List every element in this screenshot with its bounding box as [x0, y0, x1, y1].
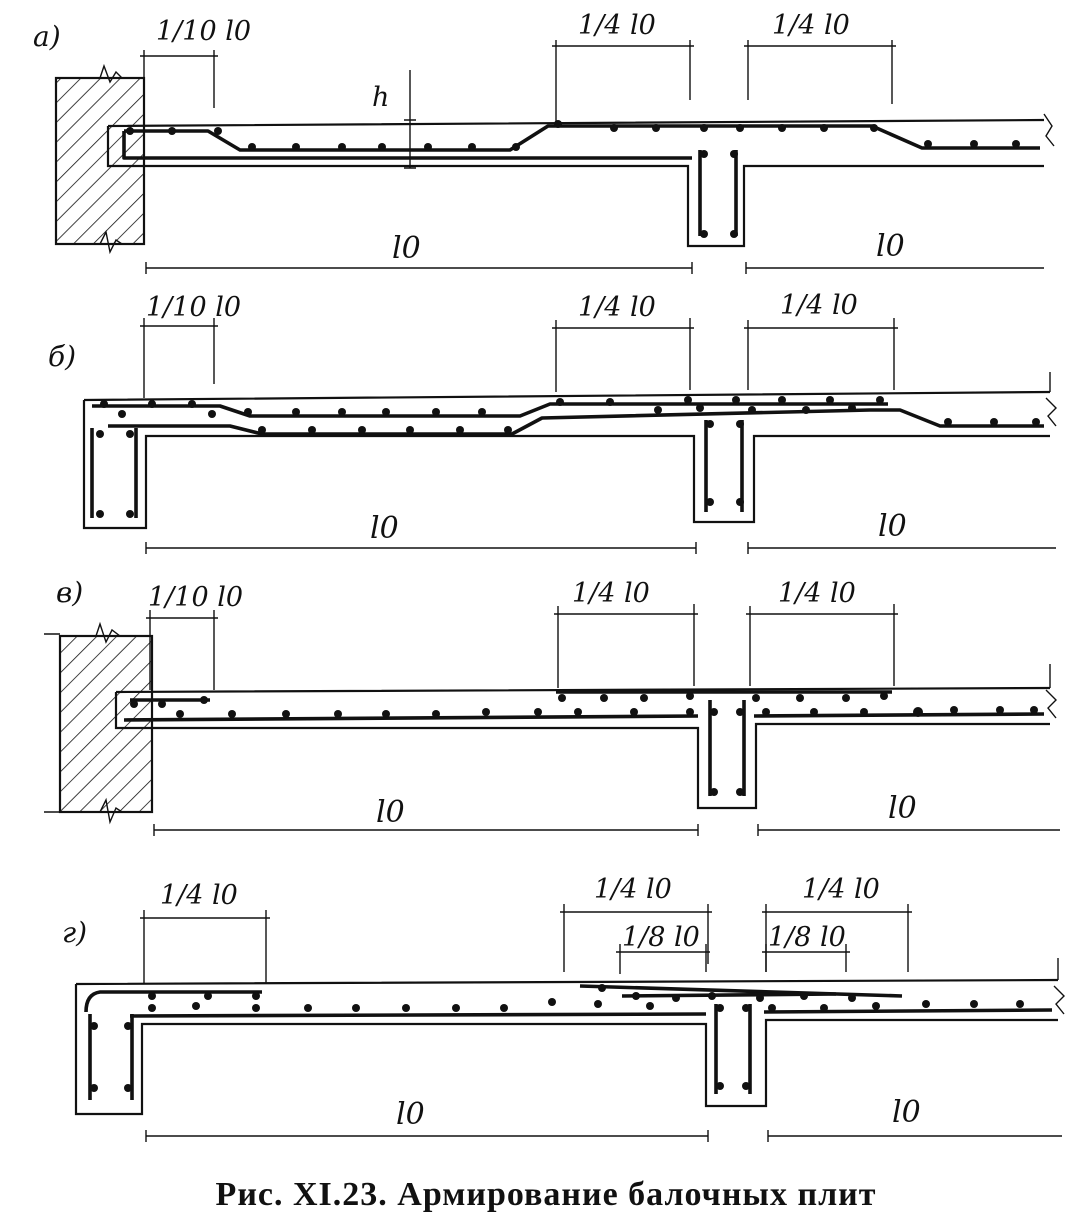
wall-break-bottom [99, 229, 123, 255]
span-2-label: l0 [888, 791, 917, 826]
slab-outline [106, 118, 1045, 248]
wall-break-top [99, 63, 123, 84]
bar-dots [96, 396, 1040, 518]
wall-break-bottom [44, 797, 123, 825]
dim-left-label: 1/10 l0 [156, 16, 251, 47]
span-1-line [145, 262, 693, 274]
span-1-line [145, 542, 697, 554]
span-1-label: l0 [376, 795, 405, 830]
rib-stirrup [698, 150, 738, 236]
dim-left-label: 1/10 l0 [148, 582, 243, 613]
bottom-bar [129, 1012, 707, 1018]
span-1-label: l0 [396, 1097, 425, 1132]
dim-left-lines [146, 610, 218, 690]
dim-mid-right-label: 1/4 l0 [772, 10, 850, 41]
bottom-bar-right [753, 712, 1045, 718]
dim-left-label: 1/4 l0 [160, 880, 238, 911]
dim-mid-left-lines [560, 904, 712, 972]
dim-mid-left-lines [552, 318, 694, 392]
dim-left-lines [140, 318, 218, 398]
span-2-line [757, 824, 1060, 836]
rib-stirrup [704, 420, 744, 512]
panel-a: а) 1/10 l0 1/4 l0 1/4 l0 h [33, 10, 1055, 274]
dim-mid-left-lines [552, 40, 694, 124]
top-bar-support [579, 984, 903, 998]
edge-beam-stirrup [88, 1014, 134, 1100]
panel-c: в) 1/10 l0 1/4 l0 1/4 l0 l0 [44, 576, 1060, 836]
bar-dots [90, 984, 1024, 1092]
span-1-line [145, 1130, 709, 1142]
dim-left-lines [140, 50, 218, 128]
span-1-label: l0 [370, 511, 399, 546]
bent-bar [124, 124, 1040, 152]
bent-bar [108, 408, 1044, 436]
dim-mid-left-label: 1/4 l0 [594, 874, 672, 905]
dim-mid-right-lines [744, 318, 898, 390]
height-label: h [372, 82, 389, 113]
slab-break [1045, 664, 1057, 719]
panel-d-label: г) [62, 916, 87, 949]
top-bar-edge [84, 990, 262, 1013]
panel-c-label: в) [56, 576, 83, 609]
span-1-label: l0 [392, 231, 421, 266]
bottom-bar [122, 131, 692, 160]
span-2-label: l0 [892, 1095, 921, 1130]
bottom-bar-right [763, 1008, 1053, 1014]
figure-caption: Рис. XI.23. Армирование балочных плит [215, 1176, 877, 1213]
dim-left-lines [140, 910, 270, 984]
span-2-line [767, 1130, 1062, 1142]
dim-mid-right-lines [744, 40, 896, 104]
wall-break-top [44, 621, 121, 644]
dim-mid-right-label: 1/4 l0 [780, 290, 858, 321]
dim-mid-right-lines [746, 604, 898, 686]
slab-break [1053, 958, 1065, 1015]
rib-stirrup [708, 700, 746, 796]
span-1-line [153, 824, 699, 836]
dim-mid-right-label: 1/4 l0 [802, 874, 880, 905]
span-2-label: l0 [876, 229, 905, 264]
dim-mid-left-label: 1/4 l0 [578, 292, 656, 323]
slab-outline [74, 978, 1059, 1116]
short-top-bar [621, 992, 837, 998]
slab-break [1043, 113, 1055, 147]
slab-outline [114, 686, 1051, 810]
dim-inner-right-label: 1/8 l0 [768, 922, 846, 953]
span-2-label: l0 [878, 509, 907, 544]
dim-mid-right-label: 1/4 l0 [778, 578, 856, 609]
panel-b: б) 1/10 l0 1/4 l0 1/4 l0 l0 [48, 290, 1057, 554]
dim-mid-left-lines [554, 604, 698, 688]
wall-support [54, 76, 146, 246]
dim-mid-left-label: 1/4 l0 [578, 10, 656, 41]
panel-a-label: а) [33, 20, 61, 53]
panel-b-label: б) [48, 340, 76, 373]
dim-inner-left-label: 1/8 l0 [622, 922, 700, 953]
dim-inner-right-lines [762, 944, 850, 972]
edge-beam-stirrup [90, 428, 138, 518]
top-bar [92, 402, 888, 418]
span-2-line [747, 542, 1056, 554]
span-2-line [745, 262, 1044, 274]
bottom-bar [123, 714, 699, 722]
wall-support [58, 634, 154, 814]
rib-stirrup [714, 1004, 752, 1094]
slab-break [1045, 372, 1057, 427]
height-dim [404, 70, 416, 169]
bar-dots [130, 692, 1038, 796]
panel-d: г) 1/4 l0 1/4 l0 1/8 l0 1/4 l0 [62, 874, 1065, 1142]
dim-inner-left-lines [616, 944, 710, 974]
dim-mid-left-label: 1/4 l0 [572, 578, 650, 609]
slab-outline [82, 390, 1051, 530]
bar-dots [126, 120, 1020, 238]
dim-left-label: 1/10 l0 [146, 292, 241, 323]
reinforcement-figure: а) 1/10 l0 1/4 l0 1/4 l0 h [33, 10, 1065, 1142]
